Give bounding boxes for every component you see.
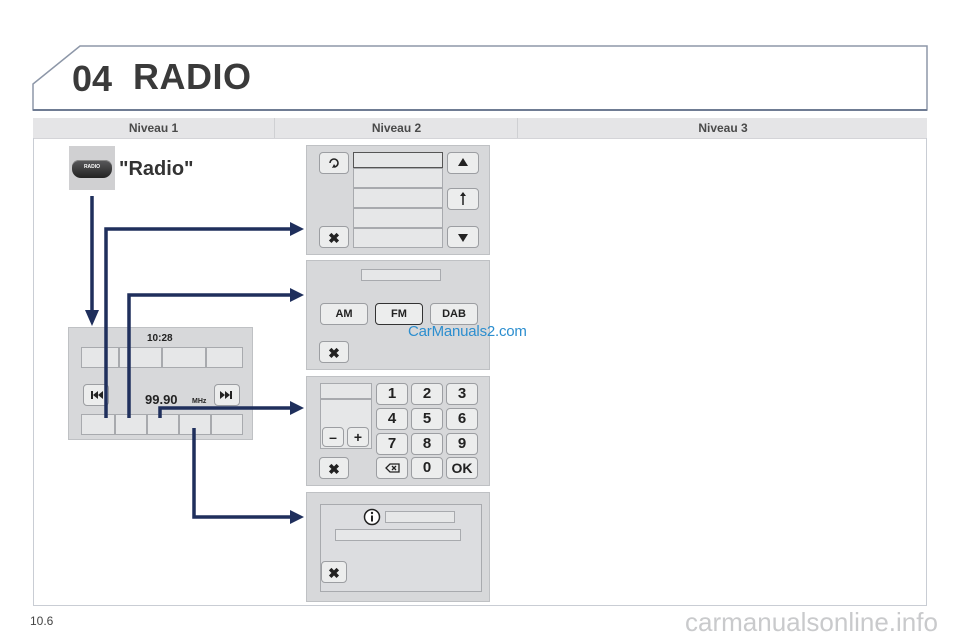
keypad-key-0: 0 [411, 457, 443, 479]
info-icon [363, 508, 381, 526]
radio-button-cap: RADIO [72, 160, 112, 178]
frequency-readout: 99.90 [145, 392, 178, 407]
radio-main-screen: 10:28 99.90 MHz [68, 327, 253, 440]
level-columns-header: Niveau 1 Niveau 2 Niveau 3 [33, 118, 927, 139]
page-number: 10.6 [30, 614, 54, 628]
minus-button: – [322, 427, 344, 447]
keypad-key-4: 4 [376, 408, 408, 430]
station-list-row [353, 188, 443, 208]
info-text-field [335, 529, 461, 541]
scroll-up-button [447, 152, 479, 174]
info-title-field [385, 511, 455, 523]
frequency-keypad-panel: – + 1 2 3 4 5 6 7 8 9 ✖ 0 OK [306, 376, 490, 486]
keypad-key-1: 1 [376, 383, 408, 405]
band-display-field [361, 269, 441, 281]
clock-readout: 10:28 [147, 333, 173, 344]
chapter-title: RADIO [133, 56, 252, 97]
chapter-header-band [32, 45, 928, 111]
radio-button-label: RADIO [83, 164, 101, 170]
preset-divider [118, 347, 120, 368]
refresh-icon [329, 158, 339, 168]
keypad-ok-button: OK [446, 457, 478, 479]
station-list-row [353, 152, 443, 168]
band-am-button: AM [320, 303, 368, 325]
soft-key-bar [81, 414, 243, 435]
scroll-down-button [447, 226, 479, 248]
soft-key-divider [146, 414, 148, 435]
keypad-key-5: 5 [411, 408, 443, 430]
chapter-number: 04 [72, 58, 113, 99]
list-mode-button [447, 188, 479, 210]
close-button: ✖ [319, 341, 349, 363]
preset-divider [161, 347, 163, 368]
skip-forward-icon [220, 391, 232, 399]
station-list-row [353, 208, 443, 228]
station-list-row [353, 228, 443, 248]
backspace-icon [385, 463, 400, 473]
soft-key-divider [210, 414, 212, 435]
keypad-key-8: 8 [411, 433, 443, 455]
watermark-carmanualsonline: carmanualsonline.info [685, 607, 938, 637]
close-button: ✖ [319, 457, 349, 479]
soft-key-divider [178, 414, 180, 435]
soft-key-divider [114, 414, 116, 435]
band-selection-panel: AM FM DAB ✖ [306, 260, 490, 370]
skip-back-icon [91, 391, 103, 399]
plus-button: + [347, 427, 369, 447]
refresh-list-button [319, 152, 349, 174]
station-list-panel: ✖ [306, 145, 490, 255]
frequency-entry-field [320, 383, 372, 399]
column-level-1: Niveau 1 [128, 121, 179, 135]
triangle-up-icon [458, 158, 468, 166]
radio-caption: "Radio" [119, 158, 194, 180]
seek-back-button [83, 384, 109, 406]
column-level-3: Niveau 3 [517, 118, 928, 138]
backspace-button [376, 457, 408, 479]
watermark-carmanuals: CarManuals2.com [408, 323, 527, 340]
frequency-unit: MHz [192, 398, 207, 405]
keypad-key-6: 6 [446, 408, 478, 430]
keypad-key-2: 2 [411, 383, 443, 405]
content-frame [33, 138, 927, 606]
triangle-down-icon [458, 234, 468, 242]
keypad-key-7: 7 [376, 433, 408, 455]
seek-forward-button [214, 384, 240, 406]
band-dab-button: DAB [430, 303, 478, 325]
radio-hardware-button: RADIO [69, 146, 115, 190]
station-list-row [353, 168, 443, 188]
column-level-2: Niveau 2 [274, 118, 518, 138]
list-arrow-icon [460, 192, 466, 205]
close-button: ✖ [319, 226, 349, 248]
close-button: ✖ [321, 561, 347, 583]
keypad-key-3: 3 [446, 383, 478, 405]
station-info-panel: ✖ [306, 492, 490, 602]
band-fm-button: FM [375, 303, 423, 325]
preset-divider [205, 347, 207, 368]
keypad-key-9: 9 [446, 433, 478, 455]
